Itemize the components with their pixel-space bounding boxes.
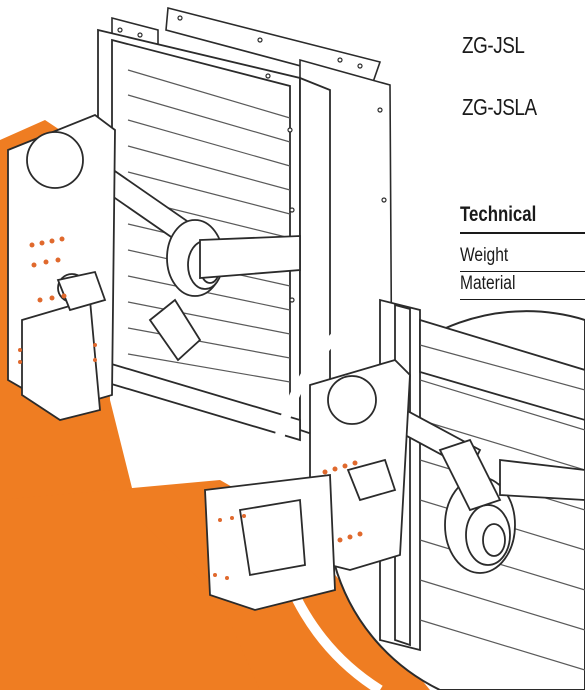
frame-holes	[117, 15, 387, 303]
spec-label-material: Material	[460, 273, 516, 294]
inset-blades	[419, 344, 585, 671]
heading-rule	[460, 232, 585, 234]
inset-bracket	[204, 358, 411, 611]
technical-heading: Technical	[460, 203, 537, 226]
model-name-2: ZG-JSLA	[462, 94, 537, 120]
model-name-1: ZG-JSL	[462, 32, 525, 58]
inset-bracket-holes	[213, 460, 363, 580]
actuator-bracket	[7, 113, 116, 421]
bracket-holes	[18, 236, 97, 364]
row-rule-2	[460, 299, 585, 300]
row-rule-1	[460, 271, 585, 272]
damper-blades	[127, 69, 291, 383]
spec-label-weight: Weight	[460, 245, 509, 266]
